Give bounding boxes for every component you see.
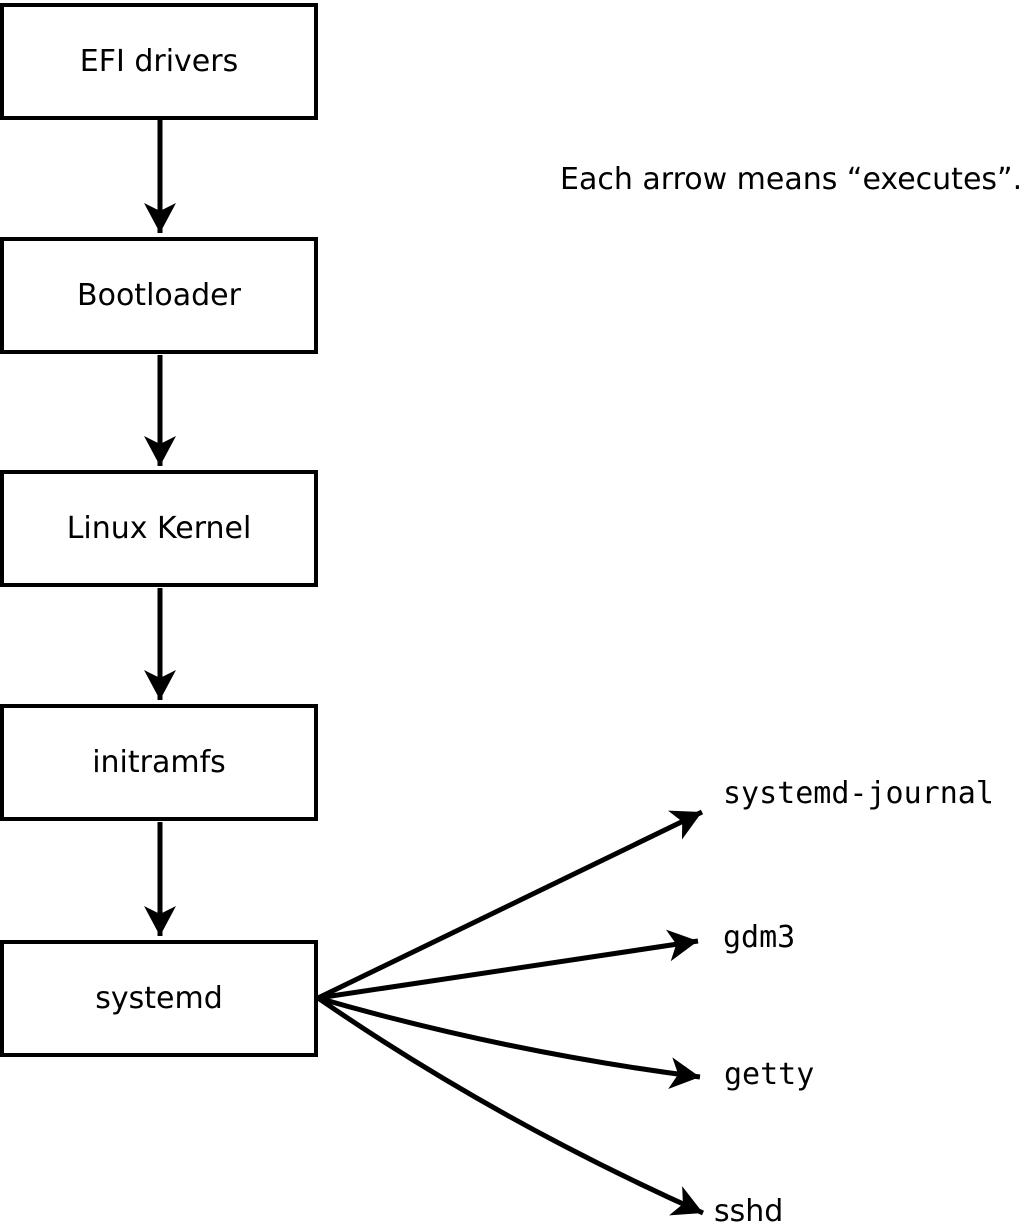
annotation-text: Each arrow means “executes”.	[560, 162, 1023, 197]
node-systemd: systemd	[0, 940, 318, 1057]
edge-systemd-to-getty	[317, 995, 701, 1090]
edge-systemd-to-gdm3	[317, 929, 699, 1001]
node-label: initramfs	[92, 745, 226, 780]
label-systemd-journal: systemd-journal	[723, 776, 994, 811]
node-label: Bootloader	[77, 278, 241, 313]
edge-systemd-to-journal	[316, 809, 704, 1001]
node-label: systemd	[95, 981, 223, 1016]
label-gdm3: gdm3	[723, 920, 796, 955]
edge-systemd-to-sshd	[316, 995, 705, 1216]
label-sshd: sshd	[714, 1194, 784, 1229]
node-label: Linux Kernel	[66, 511, 252, 546]
node-linux-kernel: Linux Kernel	[0, 470, 318, 587]
node-initramfs: initramfs	[0, 704, 318, 821]
node-label: EFI drivers	[79, 44, 239, 79]
label-getty: getty	[724, 1057, 815, 1092]
node-efi-drivers: EFI drivers	[0, 3, 318, 120]
node-bootloader: Bootloader	[0, 237, 318, 354]
